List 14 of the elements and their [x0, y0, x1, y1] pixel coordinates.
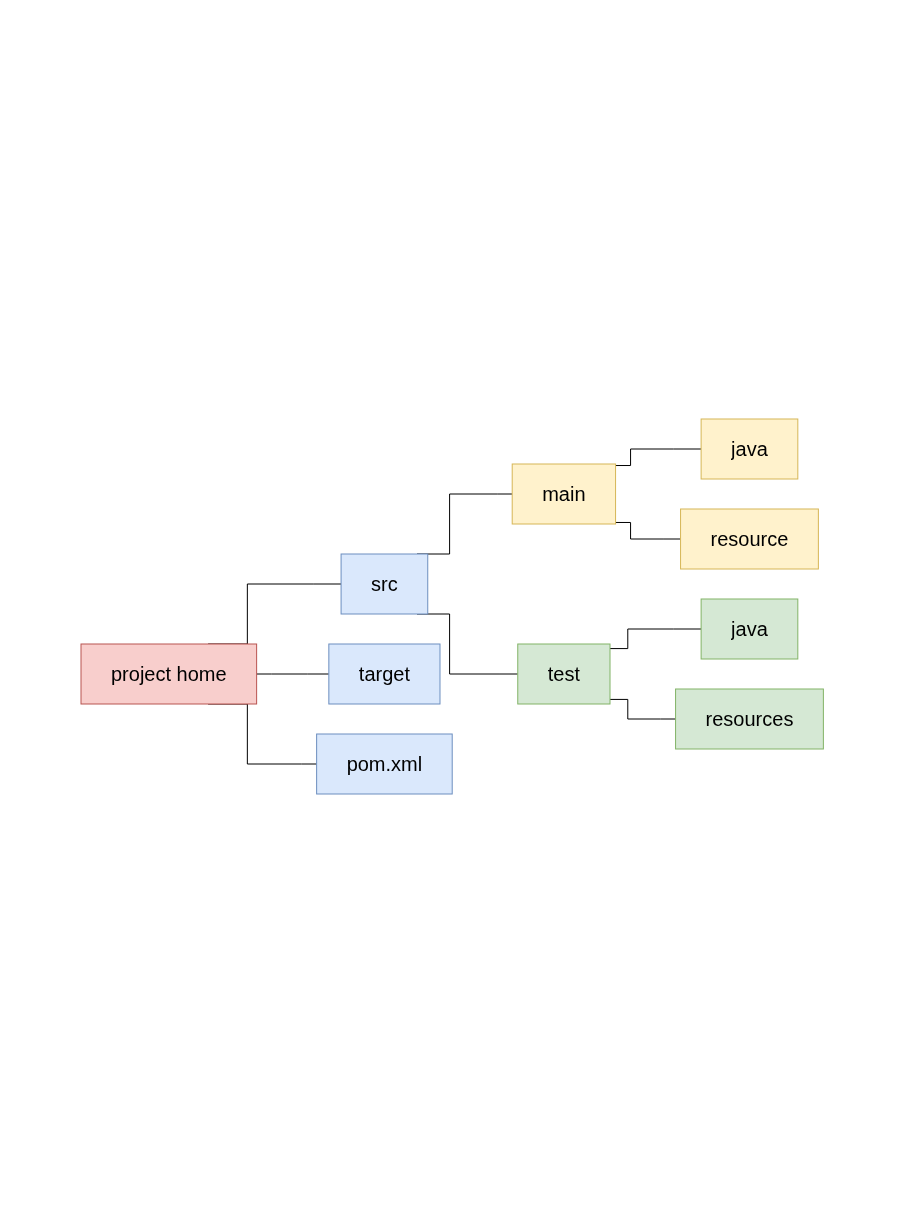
node-box: resources: [674, 688, 824, 749]
connector: [614, 521, 681, 539]
node-box: java: [700, 418, 799, 479]
node-box: resource: [679, 508, 819, 569]
connector: [609, 698, 676, 719]
node-box: test: [517, 643, 611, 704]
node-box: java: [700, 598, 799, 659]
node-box: src: [340, 553, 429, 614]
node-box: main: [511, 463, 616, 524]
connector: [614, 448, 702, 466]
node-box: project home: [80, 643, 257, 704]
node-box: target: [328, 643, 441, 704]
connector: [609, 628, 702, 649]
node-box: pom.xml: [315, 733, 453, 794]
